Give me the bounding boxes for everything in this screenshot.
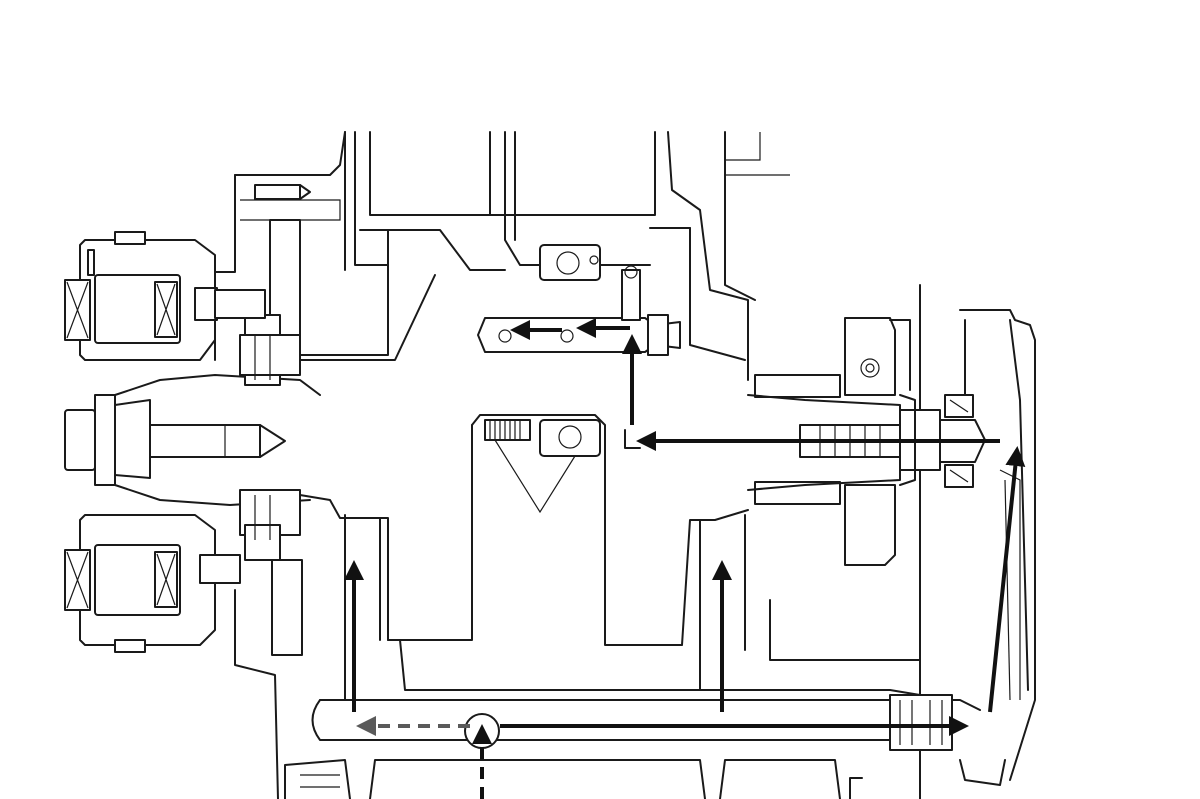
- left-spool-bolt: [64, 374, 321, 506]
- central-block: [387, 414, 749, 646]
- bottom-base: [284, 759, 1006, 799]
- flow-arrow-right-diagonal: [988, 446, 1026, 713]
- right-valve-assembly: [747, 317, 986, 566]
- lower-cartridge: [239, 489, 389, 656]
- housing-outline: [214, 131, 1036, 799]
- lower-solenoid: [64, 514, 241, 653]
- upper-solenoid: [64, 231, 218, 361]
- upper-cartridge: [214, 219, 301, 386]
- upper-left-bolt: [240, 184, 341, 221]
- flow-arrows: [344, 318, 1026, 799]
- upper-center-valve: [477, 244, 681, 356]
